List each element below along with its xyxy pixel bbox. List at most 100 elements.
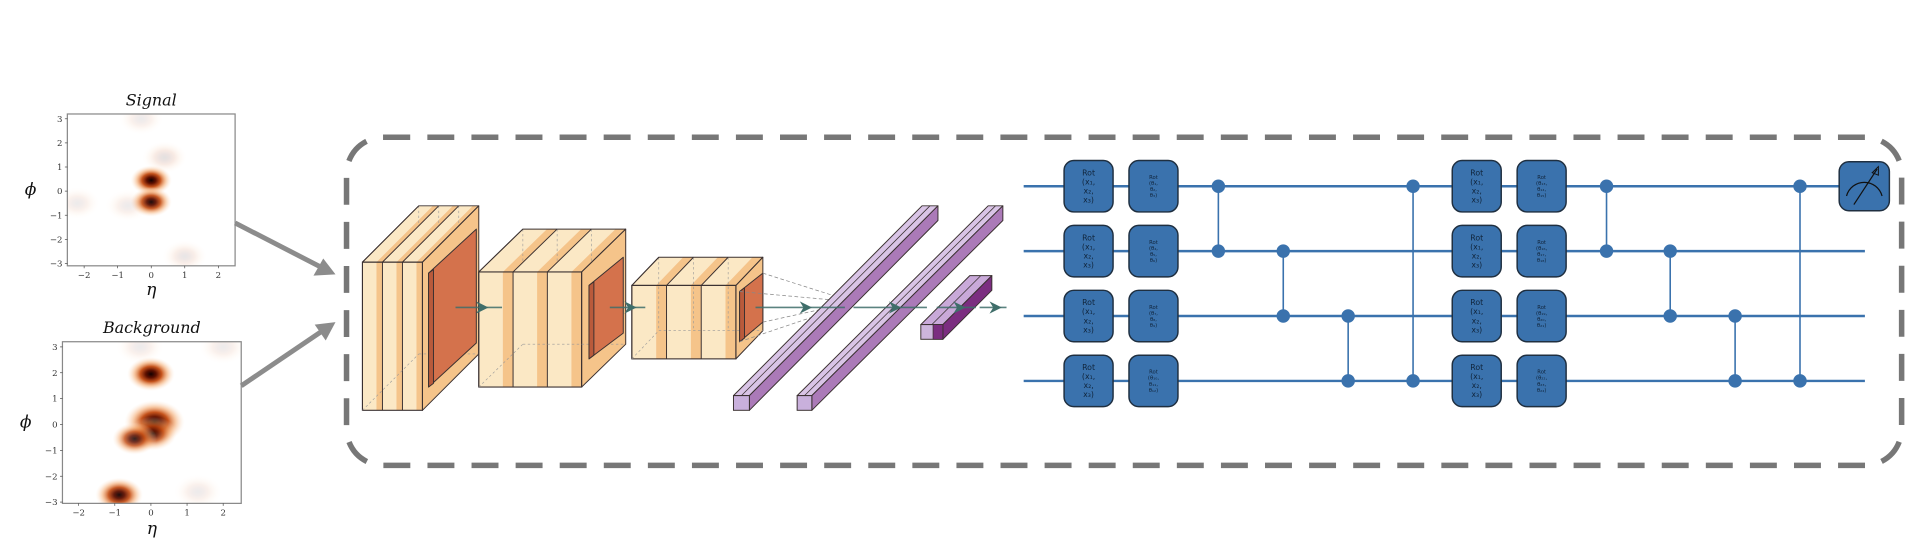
slab-front-stripe [416,262,423,411]
gate-label: x₂, [1472,186,1482,195]
x-tick-label: −1 [111,271,124,281]
gate-label: Rot [1537,240,1546,246]
gate-box [1516,224,1567,278]
kernel-edge [588,281,595,360]
slab-top-stripe [725,257,763,286]
gate-label: θ₁₄, [1537,187,1546,193]
cz-gate [1663,244,1677,323]
gate-box [1128,224,1179,278]
gate-label: x₃) [1083,390,1094,399]
flow-arrow-head [799,301,813,314]
gate-label: x₃) [1471,325,1482,334]
x-tick-label: 0 [148,509,153,519]
control-dot [1793,179,1807,193]
gate-label: Rot [1470,233,1483,242]
control-dot [1663,309,1677,323]
measure-box [1838,161,1891,212]
y-tick-label: −2 [50,235,63,245]
gate-label: x₂, [1472,381,1482,390]
trainable-rot-gate: Rot(θ₁₆,θ₁₇,θ₁₈) [1516,224,1567,278]
input-arrows [233,220,336,388]
gate-label: (θ₁, [1149,181,1158,187]
slab-front [478,271,503,388]
gate-label: (x₁, [1470,372,1483,381]
slab-top-stripe [571,229,626,272]
slab-top-edge [382,205,440,263]
gate-label: Rot [1149,305,1158,311]
slab-top-stripe [376,205,439,263]
gate-label: Rot [1082,168,1095,177]
gate-label: Rot [1537,175,1546,181]
y-tick-label: −1 [50,211,63,221]
y-tick-label: 3 [57,115,62,125]
meter-needle-icon [1853,168,1878,205]
gate-label: x₂, [1083,251,1093,260]
gate-label: Rot [1149,370,1158,376]
control-dot [1341,309,1355,323]
y-tick-label: 0 [57,187,62,197]
gate-label: θ₂₃, [1537,382,1546,388]
slab-top [478,229,547,272]
slab-top-stripe [656,257,694,286]
slab-top [382,205,453,263]
gate-label: x₂, [1472,251,1482,260]
heat-blob [67,187,100,220]
control-dot [1599,179,1614,193]
gate-label: θ₂₄) [1537,388,1546,394]
meter-arrowhead-icon [1871,165,1879,176]
y-tick-label: −2 [45,472,58,482]
encoding-rot-gate: Rot(x₁,x₂,x₃) [1063,224,1114,278]
gate-label: θ₁₂) [1149,388,1158,394]
heat-blob [105,189,150,222]
slab-front [382,262,397,411]
control-dot [1341,374,1355,388]
gate-label: x₃) [1083,325,1094,334]
gate-label: (θ₁₀, [1148,376,1159,382]
x-tick-label: −1 [109,509,122,519]
heat-blob [116,341,164,364]
slab-top [362,205,433,263]
bar-front [732,395,750,411]
x-axis-label: η [146,280,157,300]
trainable-rot-gate: Rot(θ₁₉,θ₂₀,θ₂₁) [1516,289,1567,343]
trainable-rot-gate: Rot(θ₁₃,θ₁₄,θ₁₅) [1516,159,1567,213]
slab-front [547,271,572,388]
slab-top-stripe [416,205,479,263]
heat-blob [112,422,157,455]
y-tick-label: 2 [57,139,62,149]
gate-label: x₃) [1083,260,1094,269]
gate-label: x₃) [1471,390,1482,399]
meter-arc-icon [1845,181,1883,197]
slab-top-stripe [690,257,729,286]
encoding-rot-gate: Rot(x₁,x₂,x₃) [1451,224,1502,278]
x-tick-label: −2 [72,509,85,519]
gate-label: (θ₁₉, [1536,311,1547,317]
x-axis-label: η [147,519,158,539]
encoding-rot-gate: Rot(x₁,x₂,x₃) [1063,289,1114,343]
gate-label: θ₃) [1150,193,1157,199]
slab-front-stripe [396,262,403,411]
gate-label: (θ₁₆, [1536,246,1547,252]
gate-label: θ₆) [1150,258,1157,264]
slab-front [701,285,726,359]
gate-label: θ₁₅) [1537,193,1546,199]
gate-label: (x₁, [1470,242,1483,251]
control-dot [1599,244,1614,258]
gate-label: Rot [1082,298,1095,307]
control-dot [1211,179,1226,193]
kernel-edge [739,287,745,343]
heat-blob [119,113,164,135]
plot-title: Signal [126,90,177,109]
gate-box [1516,159,1567,213]
slab-front [631,285,657,359]
y-tick-label: −3 [45,498,58,508]
hidden-edge [631,330,659,360]
control-dot [1211,244,1226,258]
gate-label: (x₁, [1082,372,1095,381]
gate-box [1516,354,1567,408]
gate-label: θ₁₁, [1149,382,1158,388]
gate-label: θ₈, [1150,317,1157,323]
heat-blob [127,356,175,392]
